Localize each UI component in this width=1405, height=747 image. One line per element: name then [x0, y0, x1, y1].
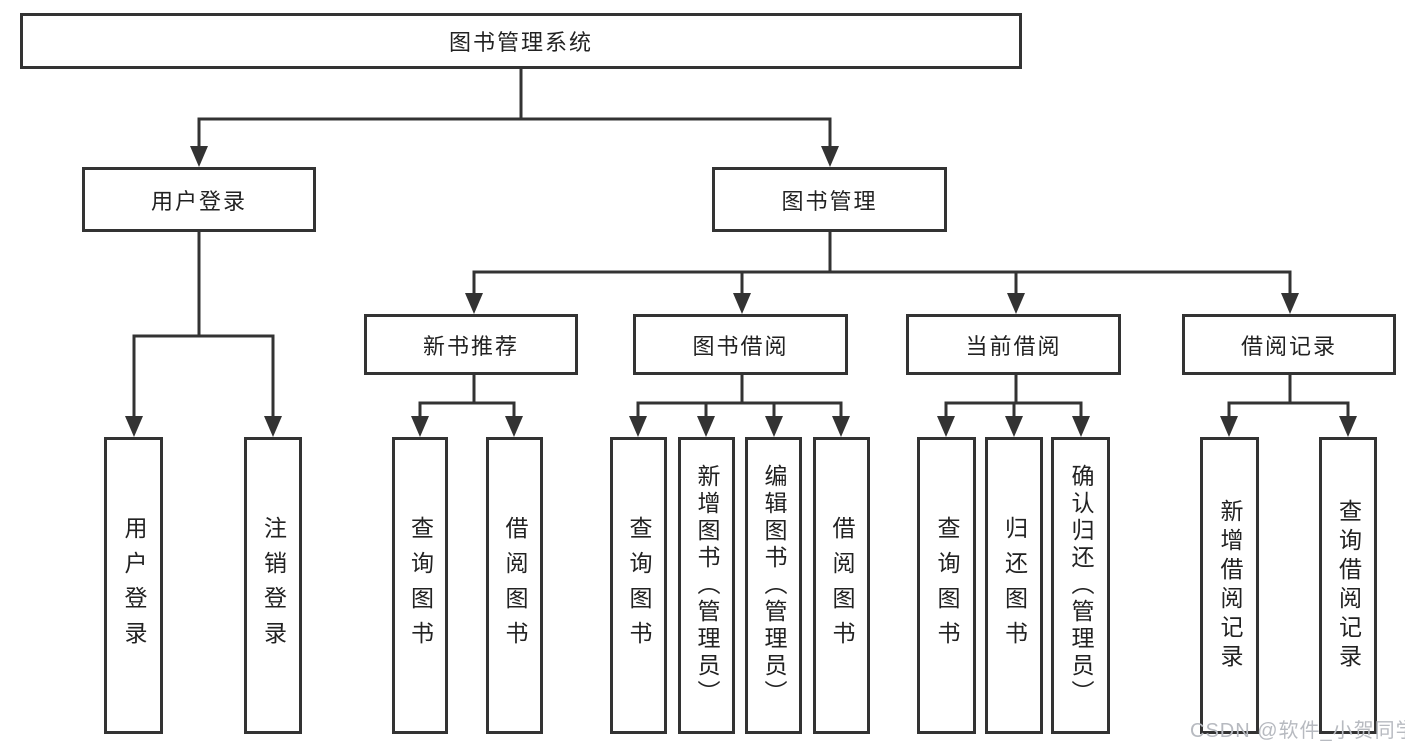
leaf-logout: 注销登录	[244, 437, 302, 734]
leaf-records-query-record-label: 查询借阅记录	[1335, 498, 1362, 673]
leaf-current-confirm-return-admin: 确认归还（管理员）	[1051, 437, 1110, 734]
leaf-records-query-record: 查询借阅记录	[1319, 437, 1377, 734]
node-book-borrow-label: 图书借阅	[692, 333, 789, 359]
leaf-records-add-record-label: 新增借阅记录	[1217, 498, 1243, 673]
leaf-user-login-label: 用户登录	[121, 515, 147, 656]
leaf-recommend-borrow-books-label: 借阅图书	[502, 515, 528, 656]
node-book-management-label: 图书管理	[781, 188, 878, 214]
leaf-current-return-books-label: 归还图书	[1001, 515, 1028, 656]
leaf-borrow-add-books-admin-label: 新增图书（管理员）	[694, 464, 720, 707]
leaf-current-query-books-label: 查询图书	[934, 515, 960, 656]
leaf-current-query-books: 查询图书	[917, 437, 976, 734]
arrowheads	[125, 146, 1357, 437]
leaf-borrow-edit-books-admin-label: 编辑图书（管理员）	[761, 464, 787, 707]
leaf-current-confirm-return-admin-label: 确认归还（管理员）	[1068, 464, 1094, 707]
node-borrow-records: 借阅记录	[1182, 314, 1396, 375]
leaf-logout-label: 注销登录	[260, 515, 287, 656]
leaf-borrow-query-books-label: 查询图书	[626, 515, 652, 656]
leaf-borrow-borrow-books-label: 借阅图书	[829, 515, 855, 656]
leaf-borrow-borrow-books: 借阅图书	[813, 437, 870, 734]
node-new-book-recommend-label: 新书推荐	[422, 333, 519, 359]
leaf-recommend-query-books: 查询图书	[392, 437, 448, 734]
node-root: 图书管理系统	[20, 13, 1022, 69]
node-current-borrow-label: 当前借阅	[965, 333, 1062, 359]
node-current-borrow: 当前借阅	[906, 314, 1121, 375]
node-new-book-recommend: 新书推荐	[364, 314, 578, 375]
leaf-borrow-edit-books-admin: 编辑图书（管理员）	[745, 437, 802, 734]
leaf-records-add-record: 新增借阅记录	[1200, 437, 1259, 734]
node-user-login-label: 用户登录	[150, 188, 247, 214]
leaf-borrow-add-books-admin: 新增图书（管理员）	[678, 437, 735, 734]
node-book-management: 图书管理	[712, 167, 947, 232]
node-book-borrow: 图书借阅	[633, 314, 848, 375]
watermark: CSDN @软件_小贺同学	[1190, 720, 1405, 742]
node-root-label: 图书管理系统	[448, 30, 593, 55]
leaf-recommend-query-books-label: 查询图书	[407, 515, 434, 656]
leaf-user-login: 用户登录	[104, 437, 163, 734]
node-user-login: 用户登录	[82, 167, 316, 232]
node-borrow-records-label: 借阅记录	[1240, 333, 1337, 359]
leaf-recommend-borrow-books: 借阅图书	[486, 437, 543, 734]
leaf-borrow-query-books: 查询图书	[610, 437, 667, 734]
leaf-current-return-books: 归还图书	[985, 437, 1043, 734]
